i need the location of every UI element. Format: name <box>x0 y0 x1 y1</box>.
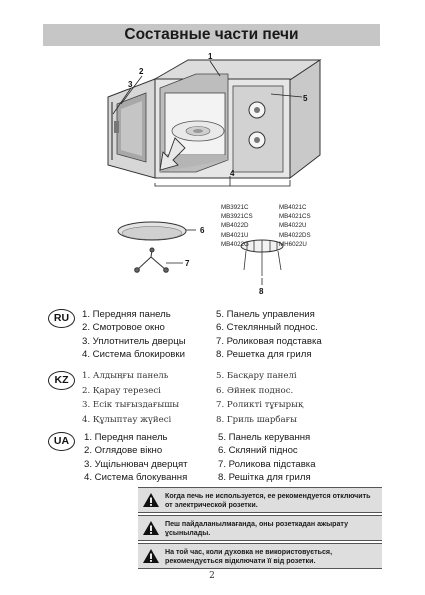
callout-6: 6 <box>200 226 205 235</box>
list-item: 5. Панель керування <box>218 432 311 443</box>
callout-7: 7 <box>185 259 190 268</box>
model-name: MB4021CS <box>279 213 311 221</box>
warning-box-ru: Когда печь не используется, ее рекоменду… <box>138 487 382 513</box>
callout-4: 4 <box>230 169 235 178</box>
callout-5: 5 <box>303 94 308 103</box>
list-item: 7. Роликова підставка <box>218 458 316 470</box>
model-name: MB4022DS <box>279 231 311 239</box>
callout-2: 2 <box>139 67 144 76</box>
warning-box-kz: Пеш пайдаланылмағанда, оны розеткадан аж… <box>138 515 382 541</box>
oven-body <box>153 59 322 180</box>
model-name: MB4022G <box>221 240 249 248</box>
callout-8: 8 <box>259 287 264 295</box>
list-item: 8. Гриль шарбағы <box>216 414 297 425</box>
parts-list-ua-left: 1. Передня панель 2. Оглядове вікно 3. У… <box>84 431 188 484</box>
list-item: 3. Ущільнювач дверцят <box>84 458 188 470</box>
list-item: 6. Стеклянный поднос. <box>216 322 318 334</box>
list-item: 5. Басқару панелі <box>216 371 297 381</box>
list-item: 2. Оглядове вікно <box>84 445 163 457</box>
list-item: 2. Қарау терезесі <box>82 385 161 396</box>
list-item: 1. Передняя панель <box>82 309 171 320</box>
list-item: 4. Система блокировки <box>82 348 185 360</box>
list-item: 4. Құлыптау жүйесі <box>82 414 172 425</box>
list-item: 1. Передня панель <box>84 432 168 443</box>
list-item: 7. Роликовая подставка <box>216 335 322 347</box>
oven-parts-diagram: 1 2 3 4 5 <box>107 52 322 187</box>
warning-text: Когда печь не используется, ее рекоменду… <box>165 492 371 509</box>
list-item: 1. Алдыңғы панель <box>82 371 169 381</box>
warning-icon <box>143 549 159 563</box>
list-item: 2. Смотровое окно <box>82 322 165 334</box>
glass-tray <box>117 221 187 241</box>
parts-list-ru-left: 1. Передняя панель 2. Смотровое окно 3. … <box>82 308 186 361</box>
lang-badge-kz: KZ <box>48 371 75 390</box>
model-name: MB3921CS <box>221 213 253 221</box>
page-title: Составные части печи <box>43 24 380 46</box>
model-name: MH6022U <box>279 240 307 248</box>
list-item: 3. Есік тығыздағышы <box>82 400 180 411</box>
roller-ring <box>134 247 169 273</box>
model-list: MB3921C MB4021C MB3921CS MB4021CS MB4022… <box>221 203 341 249</box>
list-item: 7. Роликті тұғырық <box>216 400 304 411</box>
parts-list-kz-left: 1. Алдыңғы панель 2. Қарау терезесі 3. Е… <box>82 369 179 427</box>
oven-door <box>107 78 156 179</box>
lang-badge-ru: RU <box>48 309 75 328</box>
page-number: 2 <box>209 571 215 581</box>
warning-icon <box>143 493 159 507</box>
list-item: 8. Решетка для гриля <box>216 348 312 360</box>
lang-badge-ua: UA <box>48 432 75 451</box>
grill-rack <box>240 239 284 276</box>
list-item: 6. Әйнек поднос. <box>216 385 294 396</box>
model-name: MB4021C <box>279 204 307 211</box>
model-name: MB4022D <box>221 222 249 230</box>
list-item: 4. Система блокування <box>84 471 188 483</box>
parts-list-ru-right: 5. Панель управления 6. Стеклянный подно… <box>216 308 322 361</box>
list-item: 6. Скляний піднос <box>218 445 298 457</box>
warning-icon <box>143 521 159 535</box>
parts-list-kz-right: 5. Басқару панелі 6. Әйнек поднос. 7. Ро… <box>216 369 303 427</box>
list-item: 8. Решітка для гриля <box>218 471 311 483</box>
parts-list-ua-right: 5. Панель керування 6. Скляний піднос 7.… <box>218 431 316 484</box>
list-item: 5. Панель управления <box>216 309 315 320</box>
callout-1: 1 <box>208 52 213 61</box>
model-name: MB4021U <box>221 231 249 239</box>
model-name: MB3921C <box>221 204 249 211</box>
list-item: 3. Уплотнитель дверцы <box>82 335 186 347</box>
callout-3: 3 <box>128 80 133 89</box>
warning-text: На той час, коли духовка не використовує… <box>165 548 333 565</box>
warning-text: Пеш пайдаланылмағанда, оны розеткадан аж… <box>165 520 349 537</box>
accessories-diagram: 6 7 8 <box>117 221 284 295</box>
warning-box-ua: На той час, коли духовка не використовує… <box>138 543 382 569</box>
model-name: MB4022U <box>279 222 307 230</box>
